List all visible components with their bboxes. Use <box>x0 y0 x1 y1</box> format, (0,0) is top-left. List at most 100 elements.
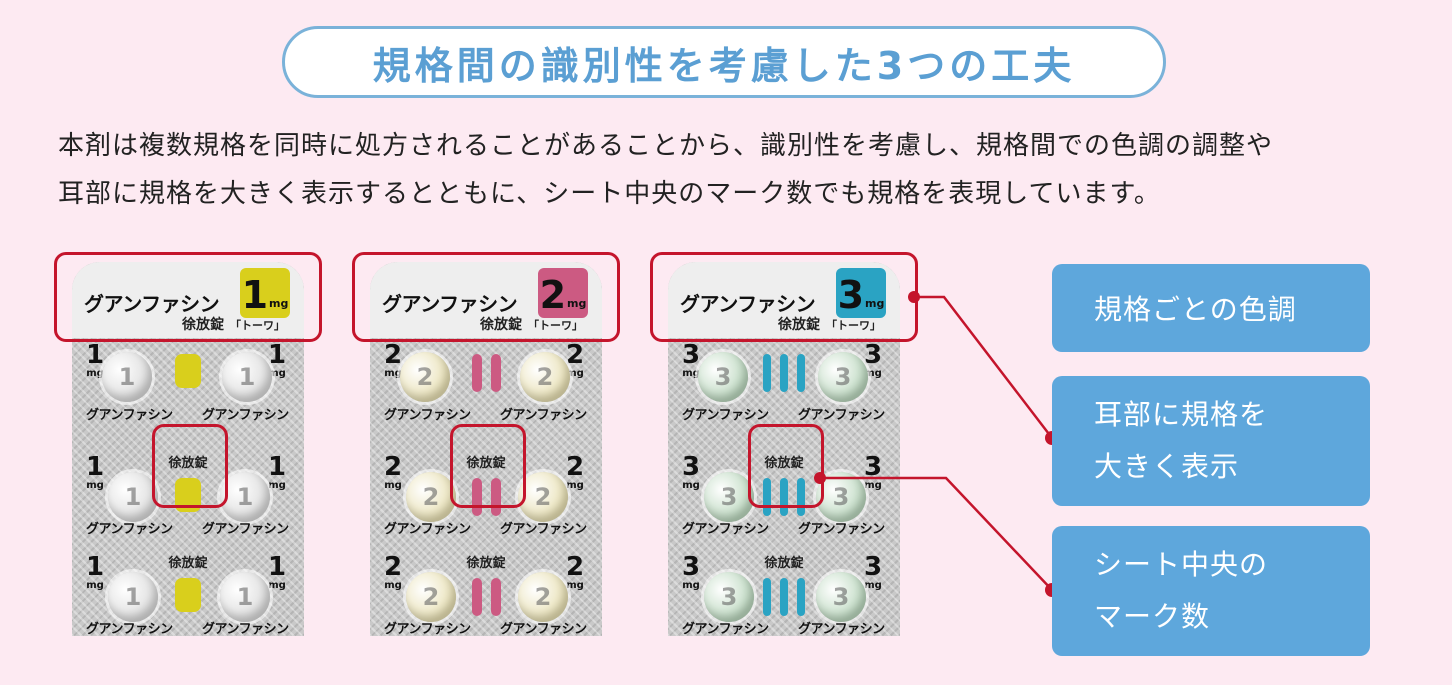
row-drug-name-left: グアンファシン <box>682 408 769 423</box>
row-center-label: 徐放錠 <box>168 556 208 571</box>
strength-badge: 2 mg <box>538 268 588 318</box>
ear-highlight-3 <box>650 252 918 342</box>
row-strength-number: 1 <box>268 552 287 582</box>
strength-number: 1 <box>241 273 269 317</box>
row-center-label: 徐放錠 <box>764 556 804 571</box>
row-strength-number: 1 <box>86 340 105 370</box>
strength-mark <box>763 354 771 392</box>
maker-text: 「トーワ」 <box>230 319 285 332</box>
leader-line-ear <box>914 295 1053 439</box>
row-center-label: 徐放錠 <box>168 456 208 471</box>
formulation-text: 徐放錠 <box>480 317 522 333</box>
row-center-label: 徐放錠 <box>764 456 804 471</box>
row-drug-name-right: グアンファシン <box>500 408 587 423</box>
row-strength-number: 3 <box>864 340 883 370</box>
strength-mark <box>780 478 788 516</box>
row-strength-number: 3 <box>682 340 701 370</box>
tablet: 1 <box>102 352 152 402</box>
callout-color-text: 規格ごとの色調 <box>1094 293 1297 326</box>
strength-mark <box>780 354 788 392</box>
strength-marks <box>668 354 900 392</box>
strength-mark <box>490 478 501 516</box>
ear-drug-name: グアンファシン <box>680 292 816 316</box>
maker-text: 「トーワ」 <box>826 319 881 332</box>
row-strength-number: 1 <box>86 452 105 482</box>
row-strength-unit: mg <box>566 368 584 379</box>
tablet: 2 <box>518 572 568 622</box>
row-strength-number: 1 <box>86 552 105 582</box>
strength-number: 2 <box>539 273 567 317</box>
row-strength-unit: mg <box>566 480 584 491</box>
row-strength-right: 2 mg <box>566 554 584 591</box>
intro-text: 本剤は複数規格を同時に処方されることがあることから、識別性を考慮し、規格間での色… <box>58 122 1418 218</box>
tablet: 1 <box>220 472 270 522</box>
row-strength-left: 1 mg <box>86 342 104 379</box>
row-strength-unit: mg <box>384 580 402 591</box>
callout-mark: シート中央の マーク数 <box>1052 526 1370 656</box>
strength-mark <box>797 478 805 516</box>
row-drug-name-right: グアンファシン <box>500 622 587 636</box>
row-drug-name-right: グアンファシン <box>202 622 289 636</box>
blister-sheet-3mg: グアンファシン 3 mg 徐放錠 「トーワ」 3 mg 3 mg 3 3 グアンフ… <box>668 262 900 636</box>
callout-color: 規格ごとの色調 <box>1052 264 1370 352</box>
tablet: 2 <box>520 352 570 402</box>
heading-banner: 規格間の識別性を考慮した3つの工夫 <box>282 26 1166 98</box>
blister-row: 1 mg 1 mg 1 1 グアンファシン グアンファシン <box>72 342 304 442</box>
strength-mark <box>490 578 501 616</box>
intro-line-1: 本剤は複数規格を同時に処方されることがあることから、識別性を考慮し、規格間での色… <box>58 131 1274 161</box>
row-drug-name-left: グアンファシン <box>86 522 173 537</box>
strength-number: 3 <box>837 273 865 317</box>
row-strength-number: 1 <box>268 452 287 482</box>
tablet: 3 <box>704 472 754 522</box>
row-strength-unit: mg <box>384 480 402 491</box>
ear-formulation: 徐放錠「トーワ」 <box>182 314 285 334</box>
strength-mark <box>490 354 501 392</box>
ear-highlight-1 <box>54 252 322 342</box>
tablet: 2 <box>406 572 456 622</box>
heading-text: 規格間の識別性を考慮した3つの工夫 <box>372 43 1076 88</box>
blister-row: 1 mg 1 mg 徐放錠 1 1 グアンファシン グアンファシン <box>72 542 304 636</box>
row-strength-unit: mg <box>86 580 104 591</box>
strength-marks <box>72 354 304 388</box>
row-drug-name-left: グアンファシン <box>384 408 471 423</box>
row-strength-right: 2 mg <box>566 454 584 491</box>
row-strength-number: 1 <box>268 340 287 370</box>
row-strength-unit: mg <box>864 368 882 379</box>
tablet: 1 <box>108 572 158 622</box>
row-strength-unit: mg <box>566 580 584 591</box>
row-strength-left: 3 mg <box>682 454 700 491</box>
ear-drug-name: グアンファシン <box>382 292 518 316</box>
row-strength-number: 3 <box>682 552 701 582</box>
row-drug-name-left: グアンファシン <box>682 522 769 537</box>
row-strength-unit: mg <box>86 368 104 379</box>
blister-row: 3 mg 3 mg 3 3 グアンファシン グアンファシン <box>668 342 900 442</box>
blister-row: 2 mg 2 mg 徐放錠 2 2 グアンファシン グアンファシン <box>370 442 602 542</box>
strength-marks <box>370 578 602 616</box>
row-drug-name-right: グアンファシン <box>500 522 587 537</box>
row-strength-number: 3 <box>682 452 701 482</box>
strength-unit: mg <box>269 297 289 310</box>
row-drug-name-right: グアンファシン <box>798 408 885 423</box>
row-strength-right: 2 mg <box>566 342 584 379</box>
row-strength-unit: mg <box>682 580 700 591</box>
blister-row: 3 mg 3 mg 徐放錠 3 3 グアンファシン グアンファシン <box>668 542 900 636</box>
strength-mark <box>175 578 201 612</box>
row-drug-name-left: グアンファシン <box>384 522 471 537</box>
sheet-ear: グアンファシン 2 mg 徐放錠「トーワ」 <box>370 262 602 338</box>
strength-mark <box>471 354 482 392</box>
tablet: 1 <box>222 352 272 402</box>
tablet: 3 <box>698 352 748 402</box>
tablet: 2 <box>518 472 568 522</box>
row-strength-right: 3 mg <box>864 342 882 379</box>
strength-marks <box>370 354 602 392</box>
strength-mark <box>175 354 201 388</box>
strength-mark <box>797 578 805 616</box>
strength-marks <box>370 478 602 516</box>
blister-row: 2 mg 2 mg 2 2 グアンファシン グアンファシン <box>370 342 602 442</box>
row-drug-name-right: グアンファシン <box>798 522 885 537</box>
formulation-text: 徐放錠 <box>182 317 224 333</box>
tablet: 3 <box>818 352 868 402</box>
row-drug-name-right: グアンファシン <box>202 408 289 423</box>
center-highlight-1 <box>152 424 228 508</box>
blister-row: 2 mg 2 mg 徐放錠 2 2 グアンファシン グアンファシン <box>370 542 602 636</box>
